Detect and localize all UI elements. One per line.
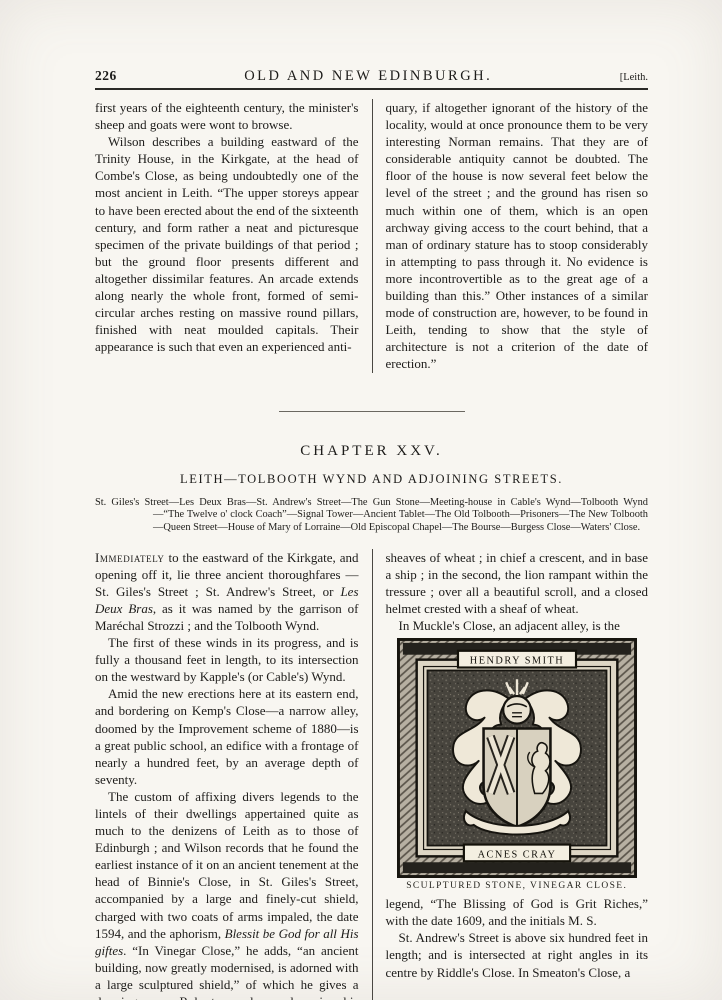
sculptured-stone-engraving: HENDRY SMITH ACNES CRAY [396, 638, 637, 879]
paragraph: legend, “The Blissing of God is Grit Ric… [385, 896, 649, 929]
intro-column-left: first years of the eighteenth century, t… [95, 99, 372, 373]
intro-column-right: quary, if altogether ignorant of the his… [371, 99, 649, 373]
paragraph: St. Andrew's Street is above six hundred… [385, 930, 649, 980]
paragraph: In Muckle's Close, an adjacent alley, is… [398, 617, 620, 633]
paragraph: sheaves of wheat ; in chief a crescent, … [385, 549, 649, 616]
body-columns: Immediately to the eastward of the Kirkg… [95, 548, 649, 1000]
stone-frame-top-band [402, 642, 631, 655]
header-title: OLD AND NEW EDINBURGH. [244, 68, 493, 84]
banner-top-text: HENDRY SMITH [470, 656, 564, 667]
saltire-icon [486, 734, 516, 795]
body-column-left: Immediately to the eastward of the Kirkg… [95, 549, 372, 1000]
running-head: 226 OLD AND NEW EDINBURGH. [Leith. [95, 68, 648, 85]
section-divider-rule [278, 410, 465, 412]
chapter-summary: St. Giles's Street—Les Deux Bras—St. And… [95, 496, 648, 533]
chapter-heading: CHAPTER XXV. [300, 442, 443, 459]
intro-columns: first years of the eighteenth century, t… [95, 99, 648, 373]
helmet-icon [501, 695, 532, 725]
scroll-icon [462, 809, 571, 836]
figure-sculptured-stone: HENDRY SMITH ACNES CRAY [396, 638, 637, 879]
lion-rampant-icon [526, 742, 551, 795]
paragraph: Amid the new erections here at its easte… [95, 686, 359, 787]
page-content: 226 OLD AND NEW EDINBURGH. [Leith. first… [95, 68, 648, 1000]
paragraph: first years of the eighteenth century, t… [95, 100, 359, 133]
paragraph: The custom of affixing divers legends to… [95, 788, 359, 1000]
banner-top: HENDRY SMITH [456, 649, 577, 669]
banner-bottom-text: ACNES CRAY [477, 849, 556, 860]
stone-frame-bottom-band [402, 862, 631, 874]
chapter-subtitle: LEITH—TOLBOOTH WYND AND ADJOINING STREET… [179, 471, 564, 486]
paragraph: Wilson describes a building eastward of … [95, 134, 359, 355]
figure-caption: SCULPTURED STONE, VINEGAR CLOSE. [406, 881, 628, 892]
paragraph: Immediately to the eastward of the Kirkg… [95, 549, 359, 633]
paragraph: The first of these winds in its progress… [95, 635, 359, 685]
page-number: 226 [95, 68, 117, 83]
body-column-right: sheaves of wheat ; in chief a crescent, … [371, 548, 649, 1000]
header-rule [95, 88, 648, 90]
paragraph: quary, if altogether ignorant of the his… [385, 100, 649, 372]
header-section-label: [Leith. [619, 72, 648, 83]
banner-bottom: ACNES CRAY [462, 843, 571, 863]
crest-wheat-sheaf-icon [504, 679, 529, 696]
